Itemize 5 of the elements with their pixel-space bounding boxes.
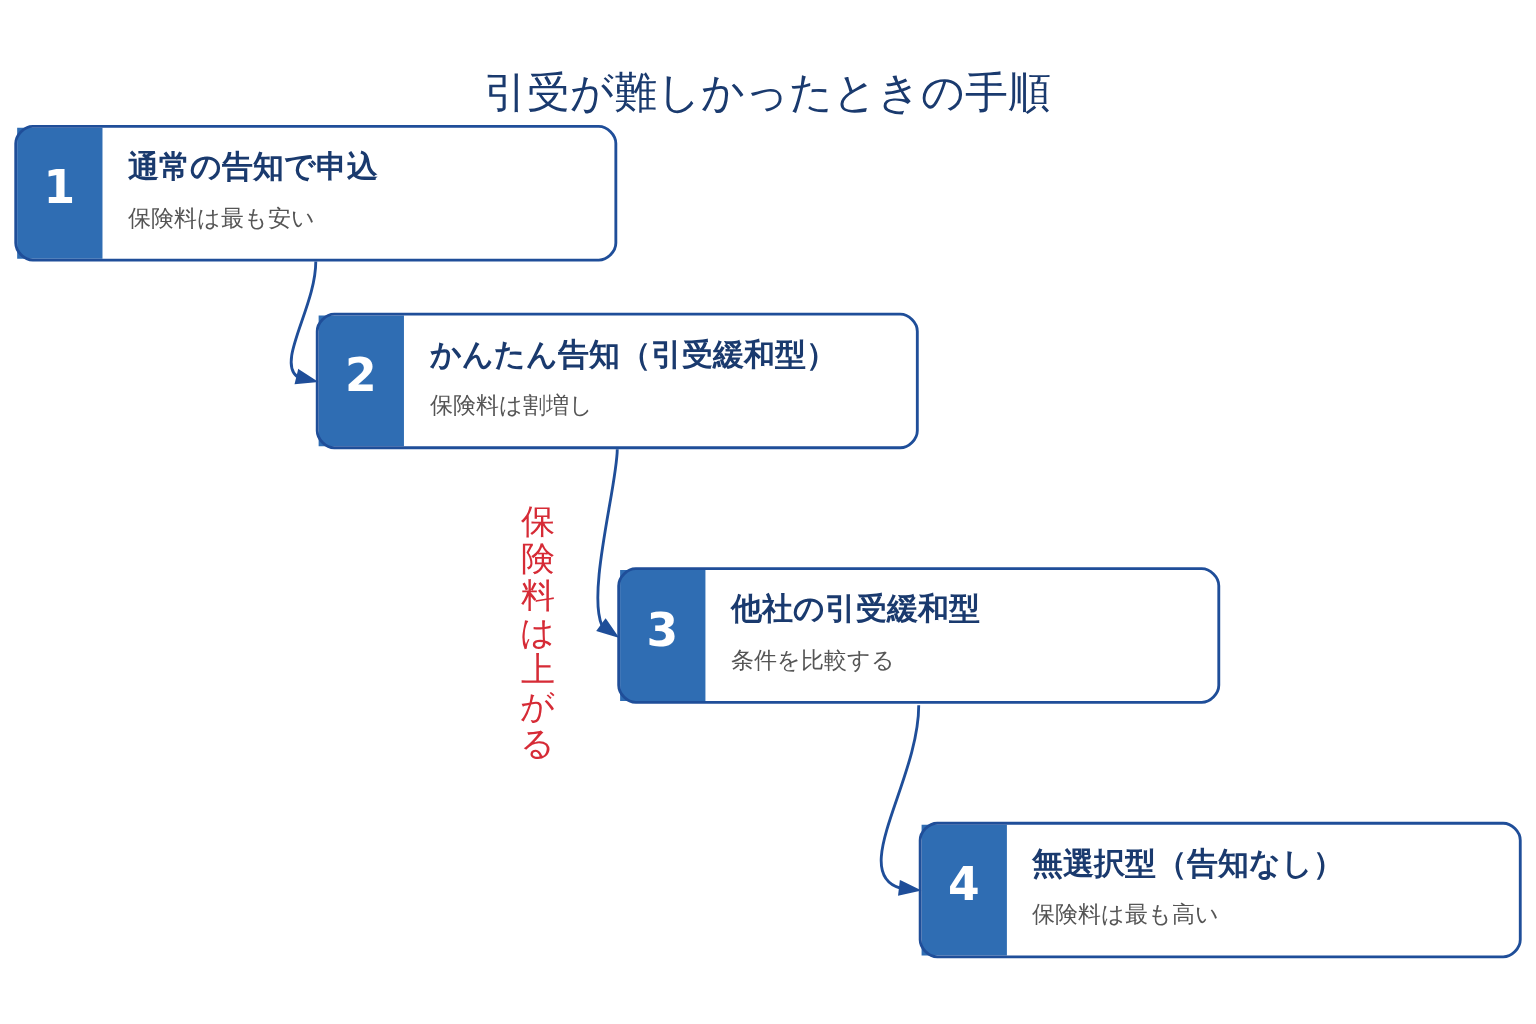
arrow (596, 448, 620, 638)
arrow (289, 260, 319, 384)
arrow (879, 704, 922, 896)
diagram-title: 引受が難しかったときの手順 (484, 66, 1052, 117)
label: 保険料は上がる (520, 500, 556, 763)
